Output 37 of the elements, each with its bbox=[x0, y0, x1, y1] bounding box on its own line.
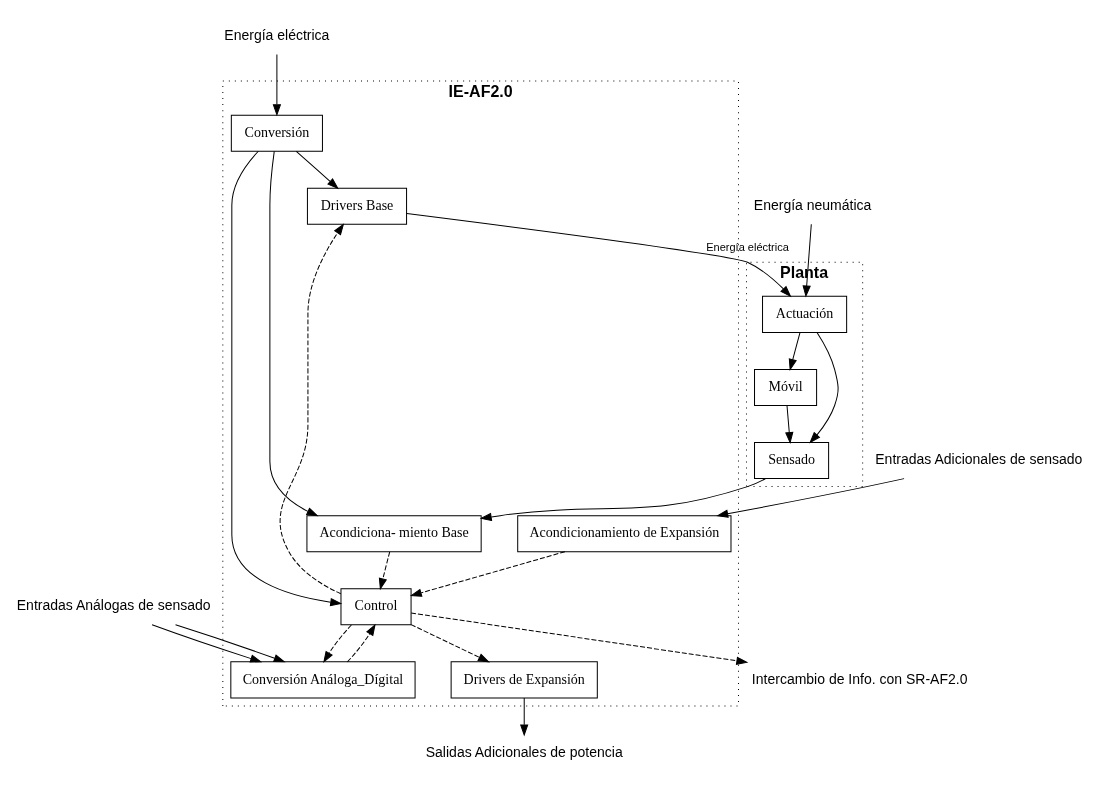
node-text: Energía eléctrica bbox=[224, 26, 330, 43]
arrow bbox=[269, 150, 318, 516]
arrow bbox=[378, 550, 391, 589]
arrow bbox=[295, 150, 339, 189]
arrow bbox=[410, 611, 748, 665]
arrow bbox=[410, 623, 490, 662]
node-text: Energía neumática bbox=[753, 196, 872, 213]
arrow bbox=[785, 404, 794, 443]
node-text: Entradas Análogas de sensado bbox=[16, 596, 211, 613]
arrow bbox=[788, 331, 801, 370]
node-box: Conversión Análoga_Dígital bbox=[230, 660, 416, 698]
node-box: Acondicionamiento de Expansión bbox=[517, 514, 732, 552]
node-box: Conversión bbox=[230, 114, 323, 152]
arrow bbox=[717, 477, 905, 518]
arrow bbox=[279, 223, 344, 594]
arrow bbox=[323, 624, 352, 662]
arrow bbox=[151, 623, 262, 663]
node-box: Actuación bbox=[762, 295, 848, 333]
arrow bbox=[272, 53, 281, 115]
node-box: Drivers Base bbox=[306, 187, 408, 225]
arrow bbox=[346, 624, 376, 662]
arrow bbox=[809, 331, 839, 443]
node-box: Sensado bbox=[754, 441, 830, 479]
arrow bbox=[520, 697, 529, 735]
node-text: Intercambio de Info. con SR-AF2.0 bbox=[751, 670, 968, 687]
arrow bbox=[175, 623, 285, 662]
node-box: Acondiciona- miento Base bbox=[306, 514, 482, 552]
arrow bbox=[802, 223, 812, 297]
arrow bbox=[480, 477, 766, 521]
node-text: Entradas Adicionales de sensado bbox=[875, 450, 1083, 467]
node-text: Salidas Adicionales de potencia bbox=[425, 743, 623, 760]
arrow bbox=[406, 212, 791, 297]
node-box: Control bbox=[340, 587, 412, 625]
arrow bbox=[410, 550, 566, 597]
arrow bbox=[231, 150, 342, 606]
node-box: Drivers de Expansión bbox=[450, 660, 598, 698]
node-box: Móvil bbox=[754, 368, 818, 406]
